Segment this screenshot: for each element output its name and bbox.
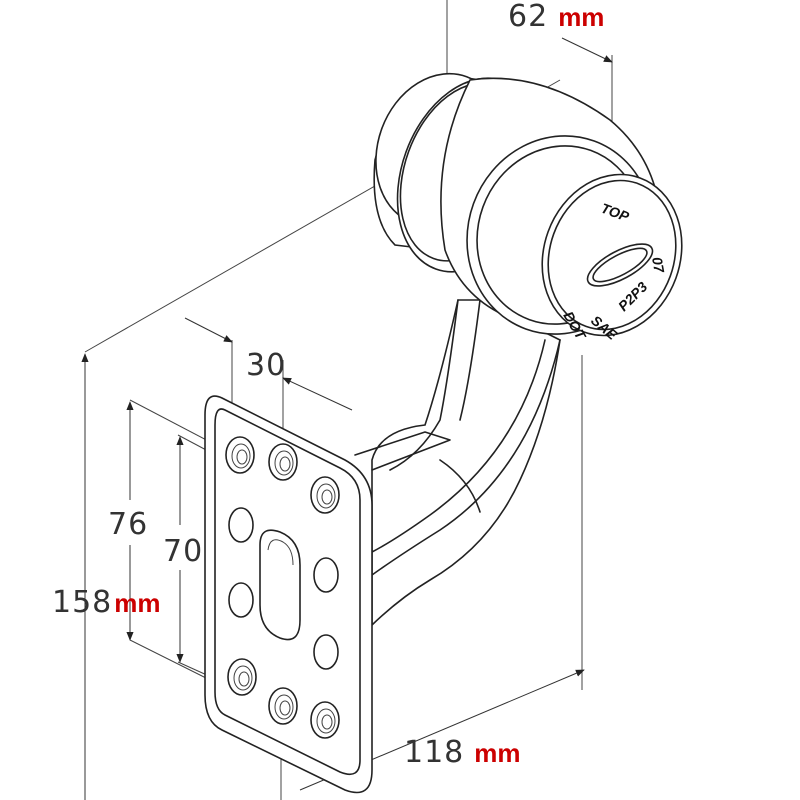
diameter-unit: mm [558, 2, 604, 32]
lamp-arm [354, 299, 561, 627]
diameter-dimension-line [561, 37, 613, 63]
depth-unit: mm [474, 738, 520, 768]
mounting-hole [313, 557, 339, 593]
mounting-hole [268, 443, 298, 481]
hole-spacing-line-right [282, 377, 353, 411]
lens-window [586, 243, 654, 287]
mounting-hole [228, 507, 254, 543]
mounting-plate [204, 395, 373, 794]
hole-spacing-label: 30 [246, 348, 286, 383]
mounting-hole [310, 476, 340, 514]
hole-span-outer-label: 76 [108, 507, 148, 542]
mounting-hole [268, 687, 298, 725]
center-slot [259, 529, 301, 641]
marking-year: 07 [649, 256, 668, 275]
dimension-lines [81, 37, 613, 800]
mounting-hole [228, 582, 254, 618]
mounting-hole [225, 436, 255, 474]
mounting-hole [313, 634, 339, 670]
hole-span-inner-label: 70 [163, 534, 203, 569]
mounting-hole [227, 658, 257, 696]
hole-spacing-line-left [184, 317, 233, 343]
lamp-body: TOP DOT SAE P2P3 07 [373, 72, 683, 343]
height-label: 158mm [52, 585, 161, 620]
height-unit: mm [114, 588, 160, 618]
lens-cap [541, 173, 683, 337]
mounting-hole [310, 701, 340, 739]
